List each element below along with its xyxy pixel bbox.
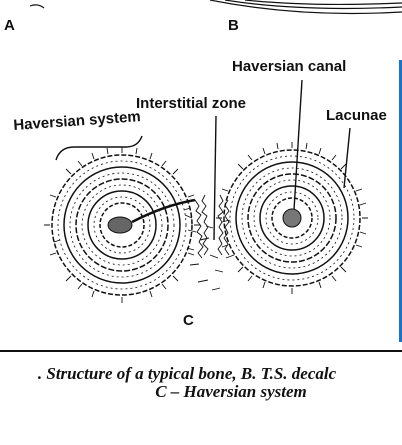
figure-b-fragment xyxy=(209,0,402,15)
figure-a-fragment xyxy=(29,4,45,9)
label-lacunae: Lacunae xyxy=(326,107,387,124)
pointer-lacunae xyxy=(343,127,351,189)
panel-label-c: C xyxy=(183,312,194,329)
interstitial-zone-region xyxy=(184,194,235,291)
haversian-system-left xyxy=(44,147,200,303)
label-haversian-canal: Haversian canal xyxy=(232,58,347,75)
page-edge-rule xyxy=(399,60,402,342)
haversian-system-bracket xyxy=(55,135,143,161)
pointer-interstitial-zone xyxy=(213,115,217,241)
figure-caption-line-1: . Structure of a typical bone, B. T.S. d… xyxy=(37,364,337,383)
canal-vessel-left xyxy=(131,198,196,224)
label-pointers xyxy=(55,79,351,241)
caption-rule xyxy=(0,350,402,352)
pointer-haversian-canal xyxy=(293,79,303,211)
haversian-system-right xyxy=(216,142,368,294)
figure-caption-line-2: C – Haversian system xyxy=(155,382,307,401)
label-interstitial-zone: Interstitial zone xyxy=(136,95,247,112)
panel-label-b: B xyxy=(228,17,239,34)
panel-label-a: A xyxy=(4,17,15,34)
